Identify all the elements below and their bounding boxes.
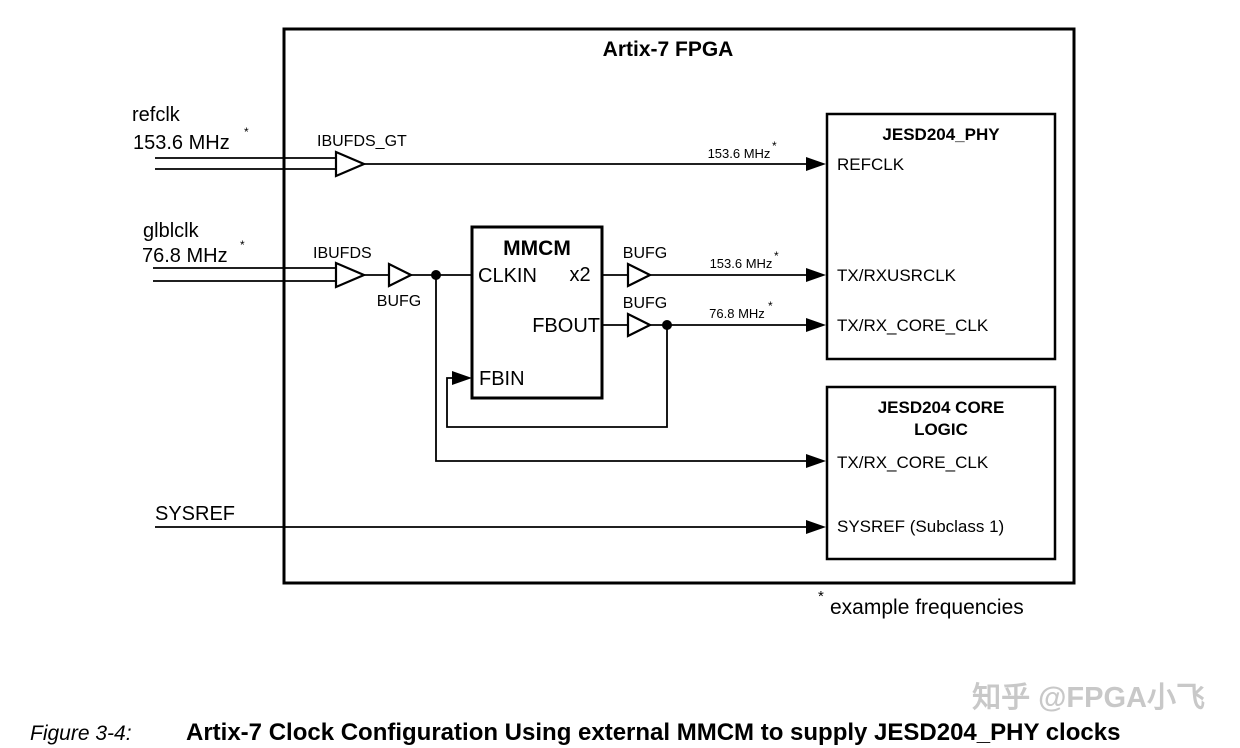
phy-box [825, 112, 1057, 361]
refclk-freq-label: 153.6 MHz [133, 132, 230, 154]
caption-title: Artix-7 Clock Configuration Using extern… [186, 719, 1120, 746]
ibufds-label: IBUFDS [313, 245, 372, 262]
coreclk-arrowhead-icon [806, 318, 826, 332]
usrclk-arrowhead-icon [806, 268, 826, 282]
watermark-label: 知乎 @FPGA小飞 [972, 680, 1205, 714]
bufg-buffer-icon-3 [626, 312, 653, 338]
mmcm-port-clkin: CLKIN [478, 265, 537, 287]
coreclk-branch-arrowhead-icon [806, 454, 826, 468]
glblclk-freq-asterisk: * [240, 238, 245, 252]
mmcm-port-fbout: FBOUT [532, 315, 600, 337]
phy-port-usrclk: TX/RXUSRCLK [837, 266, 957, 285]
ibufds-gt-label: IBUFDS_GT [317, 133, 407, 150]
note-asterisk: * [818, 588, 824, 605]
phy-title: JESD204_PHY [882, 125, 1000, 144]
mmcm-title: MMCM [503, 237, 571, 260]
fbin-arrowhead-icon [452, 371, 472, 385]
coreclk-freq-label: 76.8 MHz [709, 306, 765, 321]
bufg-buffer-icon-1 [387, 262, 414, 288]
refclk-wire-freq-label: 153.6 MHz [708, 146, 771, 161]
note-label: example frequencies [830, 596, 1024, 619]
ibufds-gt-buffer-icon [334, 150, 367, 178]
core-logic-title-line2: LOGIC [914, 420, 968, 439]
bufg-label-3: BUFG [623, 295, 667, 312]
bufg-buffer-icon-2 [626, 262, 653, 288]
fpga-box [282, 27, 1076, 585]
usrclk-freq-asterisk: * [774, 249, 779, 263]
glblclk-label: glblclk [143, 220, 200, 242]
ibufds-buffer-icon [334, 261, 367, 289]
core-port-coreclk: TX/RX_CORE_CLK [837, 453, 989, 472]
caption-figure-number: Figure 3-4: [30, 722, 132, 745]
mmcm-port-fbin: FBIN [479, 368, 525, 390]
mmcm-box [470, 225, 604, 400]
sysref-arrowhead-icon [806, 520, 826, 534]
coreclk-freq-asterisk: * [768, 299, 773, 313]
refclk-wire-freq-asterisk: * [772, 139, 777, 153]
refclk-arrowhead-icon [806, 157, 826, 171]
feedback-wire [446, 325, 668, 428]
refclk-label: refclk [132, 104, 181, 126]
fpga-title: Artix-7 FPGA [603, 38, 734, 61]
core-port-sysref: SYSREF (Subclass 1) [837, 517, 1004, 536]
bufg-label-1: BUFG [377, 293, 421, 310]
mmcm-mult-label: x2 [569, 264, 590, 286]
phy-port-refclk: REFCLK [837, 155, 905, 174]
glblclk-freq-label: 76.8 MHz [142, 245, 228, 267]
core-logic-title-line1: JESD204 CORE [878, 398, 1005, 417]
bufg-label-2: BUFG [623, 245, 667, 262]
sysref-label: SYSREF [155, 503, 235, 525]
phy-port-coreclk: TX/RX_CORE_CLK [837, 316, 989, 335]
usrclk-freq-label: 153.6 MHz [710, 256, 773, 271]
refclk-freq-asterisk: * [244, 125, 249, 139]
core-logic-box [825, 385, 1057, 561]
coreclk-branch-wire [435, 275, 807, 462]
